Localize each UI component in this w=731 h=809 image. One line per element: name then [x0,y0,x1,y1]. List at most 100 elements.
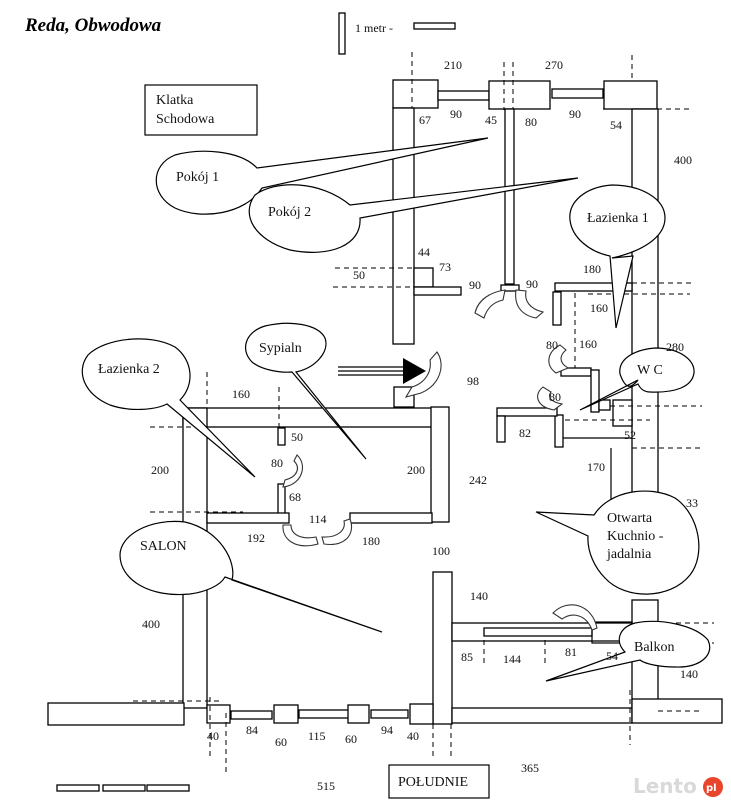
dimension-label: 50 [291,430,303,444]
label-wc: W C [637,363,663,378]
scale-bar-3 [146,784,190,792]
label-room2: Pokój 2 [268,205,311,220]
door-bathroom1[interactable] [548,344,570,374]
door-bedroom[interactable] [321,518,352,545]
dimension-label: 170 [587,460,605,474]
door-balcony[interactable] [552,604,598,631]
dimension-label: 90 [450,107,462,121]
dimension-label: 85 [461,650,473,664]
dimension-label: 84 [246,723,258,737]
dimension-label: 60 [275,735,287,749]
label-room1: Pokój 1 [176,170,219,185]
wall-bedroom-south-right [349,512,433,524]
dimension-label: 515 [317,779,335,793]
label-balcony: Balkon [634,640,674,655]
dimension-label: 80 [546,338,558,352]
dimension-label: 94 [381,723,393,737]
wall-bedroom-south-left [206,512,290,524]
dimension-label: 40 [207,729,219,743]
dimension-label: 210 [444,58,462,72]
dimension-label: 400 [674,153,692,167]
bubble-kitchen: Otwarta Kuchnio - jadalnia [535,490,700,595]
door-salon-left[interactable] [282,524,319,547]
scale-bar-2 [102,784,146,792]
door-frame-rooms [500,284,520,292]
wall-bathroom1-left [552,291,562,326]
dimension-label: 90 [526,277,538,291]
scale-bar-1 [56,784,100,792]
plan-title: Reda, Obwodowa [24,15,162,36]
dimension-label: 44 [418,245,430,259]
dimension-label: 180 [362,534,380,548]
wall-bathroom1-top [554,282,633,292]
dimension-label: 242 [469,473,487,487]
wall-wc-hall [496,407,558,417]
entry-door[interactable] [404,351,442,398]
dimension-label: 400 [142,617,160,631]
south-label: POŁUDNIE [398,775,468,790]
dimension-label: 160 [232,387,250,401]
door-wc[interactable] [537,386,564,411]
label-bathroom2: Łazienka 2 [98,362,160,377]
stairwell-label-1: Klatka [156,93,194,108]
wall-bedroom-north [182,407,434,428]
dimension-label: 115 [308,729,326,743]
dimension-label: 90 [569,107,581,121]
dimension-label: 180 [583,262,601,276]
dimension-label: 140 [470,589,488,603]
door-bathroom2[interactable] [282,454,303,488]
dimension-label: 200 [407,463,425,477]
dimension-label: 280 [666,340,684,354]
dimension-label: 80 [549,390,561,404]
dimension-label: 80 [271,456,283,470]
dimension-label: 80 [525,115,537,129]
dimension-label: 50 [353,268,365,282]
bubble-bathroom1: Łazienka 1 [569,184,666,329]
entry-arrow-icon [403,358,426,384]
bubble-balcony: Balkon [545,620,711,682]
door-room1[interactable] [474,289,506,319]
dimension-label: 192 [247,531,265,545]
watermark-badge-text: pl [706,783,717,794]
dimension-label: 68 [289,490,301,504]
wall-wc-left [554,414,564,448]
bubble-salon: SALON [119,520,383,633]
wall-stub-73 [413,267,434,288]
dimension-label: 54 [606,649,618,663]
dimension-label: 45 [485,113,497,127]
door-room2[interactable] [515,289,545,319]
dimension-label: 365 [521,761,539,775]
stairwell-box: Klatka Schodowa [144,84,258,136]
label-kitchen-1: Otwarta [607,511,653,526]
watermark-badge-icon [703,777,723,797]
south-wall [47,690,723,773]
dimension-label: 67 [419,113,431,127]
dimension-label: 100 [432,544,450,558]
north-wall [392,52,692,112]
dimension-labels: 210 270 67 90 45 80 90 54 400 44 73 50 9… [142,58,698,793]
dimension-label: 81 [565,645,577,659]
dimension-label: 160 [590,301,608,315]
wall-bath2-stub-50 [277,427,286,446]
watermark-text: Lento [633,774,697,798]
wall-stub-90 [413,286,462,296]
bubble-bathroom2: Łazienka 2 [81,338,256,478]
bubble-room1: Pokój 1 [155,137,489,215]
south-label-box [388,764,490,799]
dimension-label: 52 [624,428,636,442]
dimension-label: 33 [686,496,698,510]
scale-bar-horizontal [413,22,456,30]
bubble-wc: W C [579,347,695,411]
dimension-label: 54 [610,118,622,132]
dimension-label: 40 [407,729,419,743]
wall-room-divider [504,108,515,285]
dimension-label: 114 [309,512,327,526]
wall-wc-hall-post [496,415,506,443]
wc-fixture [598,399,611,411]
dimension-label: 98 [467,374,479,388]
label-kitchen-3: jadalnia [606,547,652,562]
stairwell-label-2: Schodowa [156,112,215,127]
scale-legend-text: 1 metr - [355,21,393,35]
kitchen-counter [483,627,593,637]
